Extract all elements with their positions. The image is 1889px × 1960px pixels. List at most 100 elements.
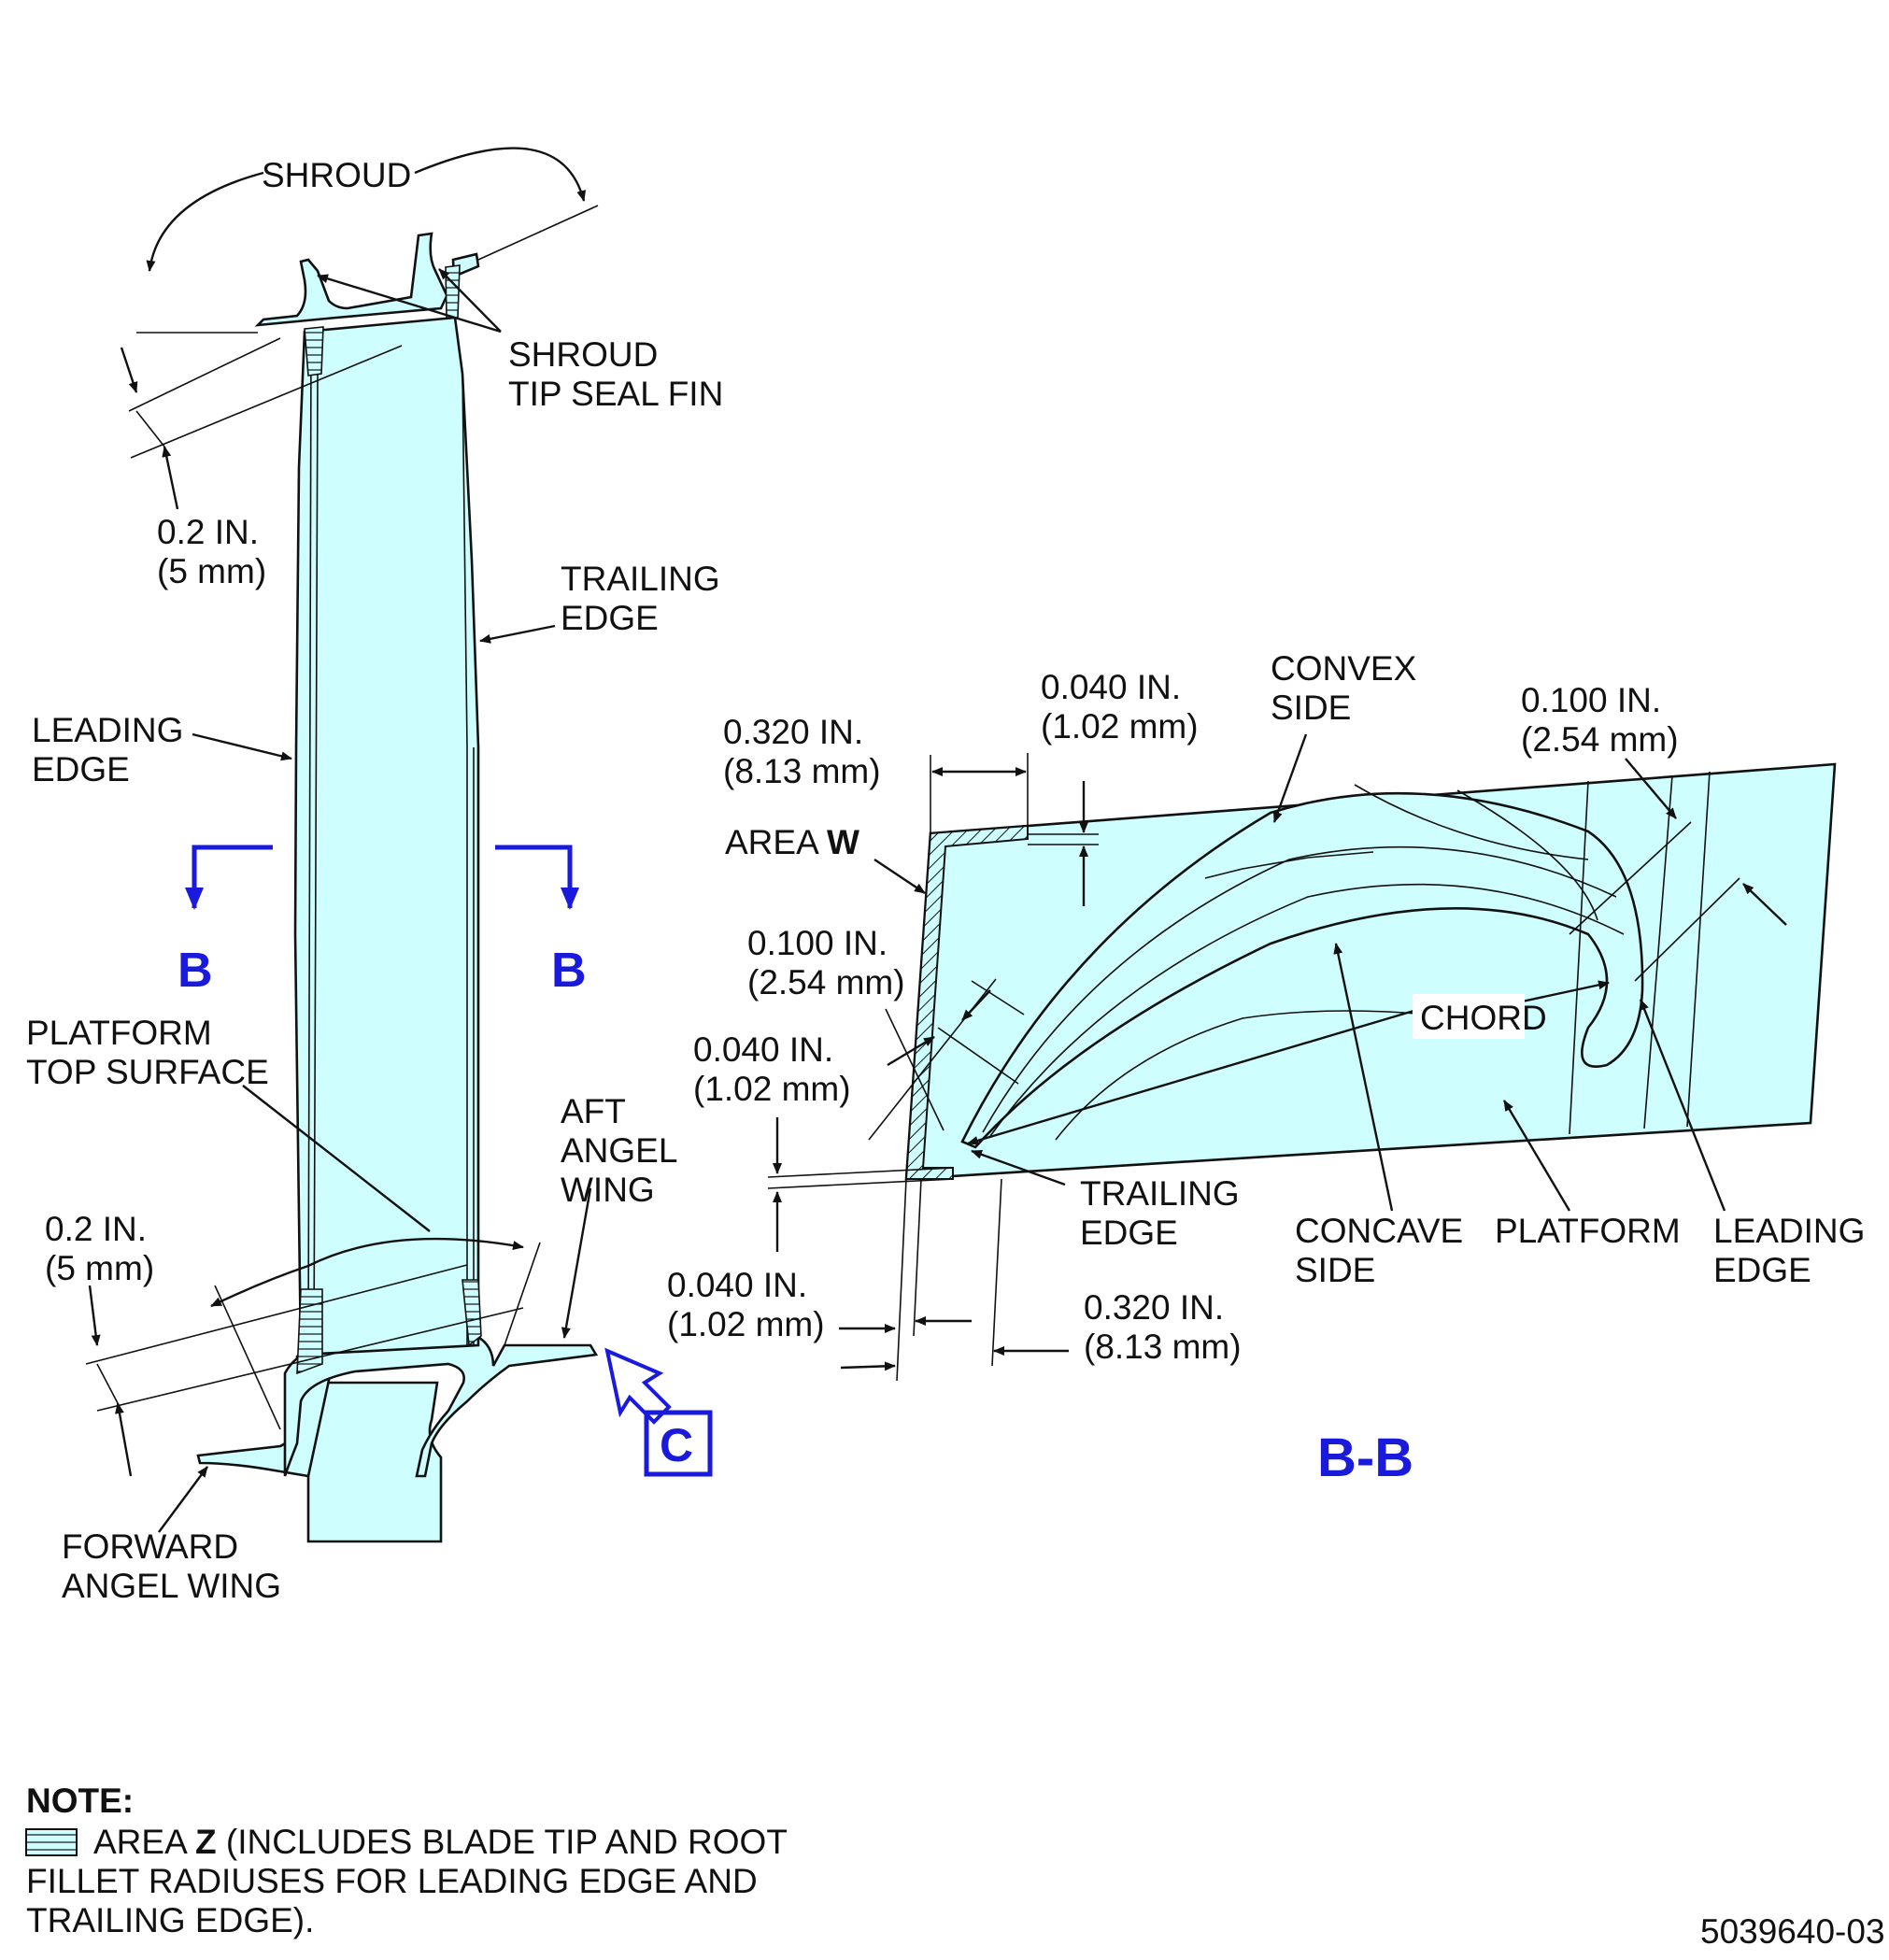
note-area-letter: Z	[195, 1823, 217, 1861]
dim-0100-right-in: 0.100 IN.	[1521, 681, 1661, 719]
convex-side-leader	[1272, 733, 1308, 823]
dim-ext-line	[971, 980, 1025, 1016]
forward-angel-wing-leader	[158, 1466, 208, 1533]
forward-angel-wing-label-2: ANGEL WING	[62, 1567, 281, 1605]
dim-arrow	[1742, 883, 1787, 926]
area-w-label: AREA W	[725, 823, 859, 861]
view-c-label: C	[660, 1419, 693, 1471]
dim-ext-line	[85, 1264, 468, 1365]
seal-fin-label-2: TIP SEAL FIN	[508, 375, 723, 413]
le-label-2: EDGE	[1713, 1251, 1811, 1289]
concave-side-label-1: CONCAVE	[1295, 1212, 1463, 1250]
airfoil-body	[293, 316, 480, 1356]
note-line-1-rest: (INCLUDES BLADE TIP AND ROOT	[217, 1823, 788, 1861]
airfoil-inner-line	[1456, 789, 1598, 921]
area-w-prefix: AREA	[725, 823, 827, 861]
dim-line	[96, 1363, 119, 1404]
area-w-leader	[873, 859, 926, 894]
dim-ext-line	[128, 337, 281, 412]
section-view	[767, 733, 1837, 1382]
dim-arrow	[115, 1402, 133, 1477]
aft-angel-wing-label-3: WING	[561, 1171, 655, 1209]
leading-edge-label-1: LEADING	[32, 711, 183, 749]
dim-ext-line	[896, 1178, 907, 1382]
dim-0320-top-mm: (8.13 mm)	[723, 752, 881, 790]
dim-arrow	[88, 1285, 101, 1346]
te-label-2: EDGE	[1080, 1214, 1178, 1252]
dim-0040-left-mm: (1.02 mm)	[693, 1070, 851, 1108]
seal-fin-leader	[438, 268, 502, 333]
platform-top-label-2: TOP SURFACE	[26, 1053, 269, 1091]
chord-label: CHORD	[1420, 999, 1547, 1037]
note-area-prefix: AREA	[93, 1823, 195, 1861]
leading-edge-leader	[192, 732, 292, 761]
dim-ext-line	[885, 1008, 944, 1131]
aft-angel-wing-leader	[561, 1187, 592, 1339]
platform-top-leader	[242, 1085, 431, 1232]
dim-bottom-mm: (5 mm)	[45, 1249, 154, 1287]
chord-label-bg	[1413, 994, 1525, 1039]
airfoil-inner-line	[1204, 851, 1374, 879]
platform-label: PLATFORM	[1495, 1212, 1681, 1250]
dim-0100-left-mm: (2.54 mm)	[747, 963, 905, 1001]
platform-arc-left	[210, 1264, 309, 1308]
note-heading: NOTE:	[26, 1782, 134, 1820]
dim-ext-line	[767, 1167, 954, 1178]
figure-number: 5039640-03	[1700, 1912, 1885, 1951]
airfoil-inner-line	[989, 883, 1625, 1137]
dim-ext-line	[96, 1307, 524, 1412]
root-fillet-le	[296, 1288, 323, 1375]
dim-0040-top-in: 0.040 IN.	[1041, 668, 1181, 706]
shroud-label: SHROUD	[262, 156, 411, 194]
leading-edge-label-2: EDGE	[32, 750, 130, 788]
dim-arrow	[162, 446, 179, 510]
dim-0320-top-in: 0.320 IN.	[723, 713, 863, 751]
trailing-edge-leader	[971, 1149, 1066, 1186]
dim-ext-line	[991, 1178, 1002, 1367]
chord-line-right	[1513, 980, 1610, 1005]
dim-0040-top-mm: (1.02 mm)	[1041, 707, 1199, 746]
airfoil-section	[960, 791, 1644, 1149]
convex-side-label-2: SIDE	[1271, 689, 1351, 727]
dim-ext-line	[937, 1027, 1019, 1085]
airfoil-line	[462, 373, 468, 1345]
airfoil-inner-line	[1354, 784, 1589, 860]
view-c-box	[644, 1410, 713, 1477]
dim-0040-left-in: 0.040 IN.	[693, 1030, 833, 1069]
section-b-left: B	[178, 944, 213, 998]
seal-fin-leader	[317, 274, 502, 334]
dim-ext-line	[130, 345, 403, 459]
section-b-right: B	[551, 944, 587, 998]
shroud-arrow-left	[146, 171, 264, 272]
platform-top-label-1: PLATFORM	[26, 1014, 212, 1052]
dim-0100-left-in: 0.100 IN.	[747, 924, 888, 962]
blade-view	[85, 147, 713, 1543]
dim-top-in: 0.2 IN.	[157, 513, 259, 551]
dim-ext-line	[214, 1285, 281, 1430]
trailing-edge-label-1: TRAILING	[561, 560, 720, 598]
platform-rail	[1686, 771, 1711, 1128]
dim-0040-bottom-mm: (1.02 mm)	[667, 1305, 825, 1343]
dim-arrow	[120, 347, 138, 393]
dim-ext-line	[504, 1242, 541, 1346]
dim-ext-line	[767, 1178, 954, 1189]
dim-0100-right-mm: (2.54 mm)	[1521, 720, 1679, 759]
seal-fin-label-1: SHROUD	[508, 335, 658, 374]
note-line-2: FILLET RADIUSES FOR LEADING EDGE AND	[26, 1862, 758, 1900]
convex-side-label-1: CONVEX	[1271, 649, 1416, 688]
platform-rail	[1643, 774, 1673, 1129]
tip-fillet-le	[304, 326, 324, 376]
trailing-edge-label-2: EDGE	[561, 599, 659, 637]
labels: SHROUD SHROUD TIP SEAL FIN 0.2 IN. (5 mm…	[25, 156, 1885, 1951]
dim-line	[135, 410, 165, 447]
shroud-arrow-right	[414, 147, 587, 202]
area-w-letter: W	[827, 823, 859, 861]
trailing-edge-leader	[479, 624, 556, 644]
root-fillet-te	[462, 1279, 482, 1347]
dim-arrow	[840, 1361, 896, 1371]
dim-bottom-in: 0.2 IN.	[45, 1210, 147, 1248]
airfoil-line	[307, 335, 312, 1346]
aft-angel-wing-label-1: AFT	[561, 1092, 626, 1130]
concave-side-leader	[1333, 943, 1394, 1212]
forward-angel-wing-label-1: FORWARD	[62, 1527, 238, 1566]
